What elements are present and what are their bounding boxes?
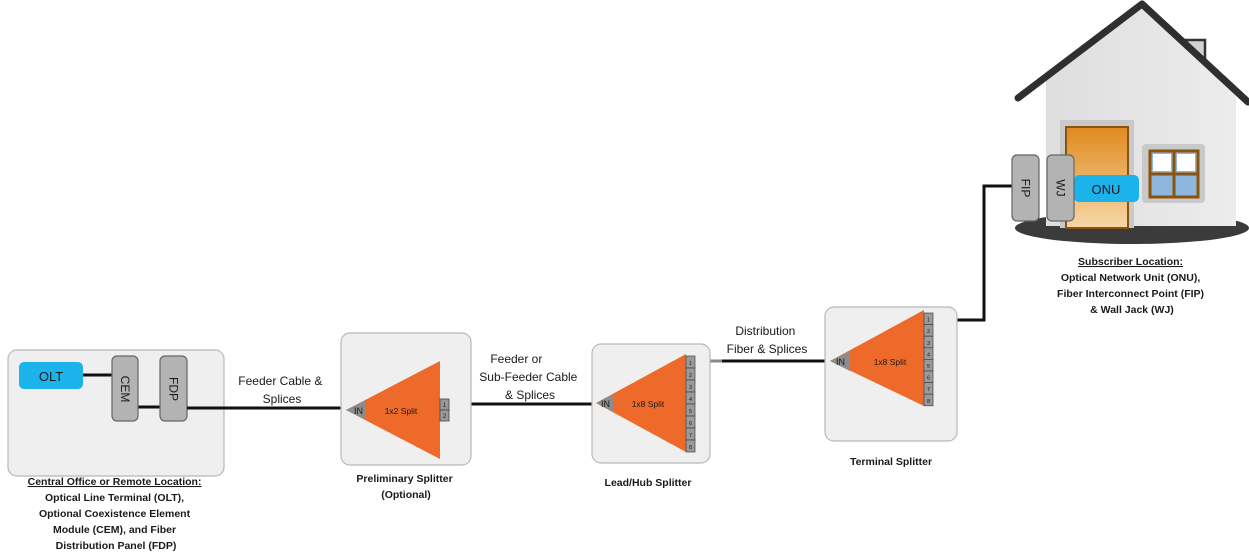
terminal-splitter-port-8 [923, 393, 934, 407]
preliminary-splitter-in-label: IN [354, 406, 363, 416]
terminal-splitter-port-8-label: 8 [927, 399, 930, 405]
lead-hub-splitter-in-label: IN [601, 399, 610, 409]
fip-label: FIP [1019, 179, 1033, 198]
terminal-splitter-in-label: IN [836, 357, 845, 367]
terminal-splitter-triangle [830, 310, 924, 406]
terminal-splitter-port-5-label: 5 [927, 364, 930, 370]
lead-hub-splitter-in-marker [596, 394, 614, 412]
lead-hub-splitter-split-label: 1x8 Split [632, 399, 665, 409]
olt-block [19, 362, 83, 389]
wj-label: WJ [1054, 179, 1068, 196]
preliminary-splitter-triangle [346, 361, 440, 459]
preliminary-splitter-split-label: 1x2 Split [385, 406, 418, 416]
lead-hub-splitter-port-1-label: 1 [689, 361, 692, 367]
fdp-label: FDP [167, 377, 181, 401]
house-roof [1014, 0, 1249, 106]
preliminary-splitter-caption: Preliminary Splitter (Optional) [356, 473, 455, 501]
cem-label: CEM [118, 376, 132, 403]
subscriber-caption: Subscriber Location: Optical Network Uni… [1057, 256, 1207, 316]
terminal-splitter-port-3-label: 3 [927, 341, 930, 347]
lead-hub-splitter-port-8 [685, 439, 696, 453]
lead-hub-splitter-port-6-label: 6 [689, 421, 692, 427]
onu-block [1074, 175, 1139, 202]
fip-module [1011, 154, 1040, 222]
feeder-label: Feeder Cable & Splices [238, 374, 325, 406]
lead-hub-splitter-ports: 1 2 3 4 5 6 7 8 [685, 355, 696, 453]
lead-hub-splitter-port-2-label: 2 [689, 373, 692, 379]
lead-hub-splitter-port-4-label: 4 [689, 397, 692, 403]
lead-hub-splitter-port-8-label: 8 [689, 445, 692, 451]
terminal-splitter-caption: Terminal Splitter [850, 456, 932, 468]
onu-label: ONU [1092, 182, 1121, 197]
terminal-splitter-port-6-label: 6 [927, 376, 930, 382]
preliminary-splitter-port-2-label: 2 [443, 414, 447, 420]
lead-hub-splitter-caption: Lead/Hub Splitter [605, 477, 692, 489]
lead-hub-splitter-port-7-label: 7 [689, 433, 692, 439]
terminal-splitter-port-2-label: 2 [927, 329, 930, 335]
central-office: OLT CEM FDP [7, 349, 225, 477]
terminal-splitter-port-7-label: 7 [927, 387, 930, 393]
terminal-splitter-split-label: 1x8 Split [874, 357, 907, 367]
central-office-caption: Central Office or Remote Location: Optic… [28, 476, 205, 552]
lead-hub-splitter-port-3-label: 3 [689, 385, 692, 391]
terminal-splitter-in-marker [830, 351, 850, 371]
terminal-splitter: IN 1x8 Split 1 2 3 4 5 6 7 8 [824, 306, 958, 442]
distribution-label: Distribution Fiber & Splices [727, 324, 808, 356]
house-window-glare-1 [1153, 154, 1171, 171]
wj-module [1046, 154, 1075, 222]
house-window-glare-2 [1177, 154, 1195, 171]
lead-hub-splitter-triangle [596, 354, 686, 452]
preliminary-splitter-port-1-label: 1 [443, 403, 447, 409]
terminal-splitter-port-4-label: 4 [927, 352, 930, 358]
drop-cable [934, 184, 1013, 322]
sub-feeder-label: Feeder or Sub-Feeder Cable & Splices [479, 352, 580, 402]
terminal-splitter-port-1-label: 1 [927, 318, 930, 324]
lead-hub-splitter-port-5-label: 5 [689, 409, 692, 415]
olt-label: OLT [39, 369, 63, 384]
terminal-splitter-ports: 1 2 3 4 5 6 7 8 [923, 312, 934, 407]
lead-hub-splitter: IN 1x8 Split 1 2 3 4 5 6 7 8 [591, 343, 711, 464]
preliminary-splitter-port-2 [439, 409, 450, 422]
cem-module [111, 355, 139, 422]
preliminary-splitter: IN 1x2 Split 1 2 [340, 332, 472, 466]
fdp-module [159, 355, 188, 422]
preliminary-splitter-in-marker [346, 400, 366, 420]
